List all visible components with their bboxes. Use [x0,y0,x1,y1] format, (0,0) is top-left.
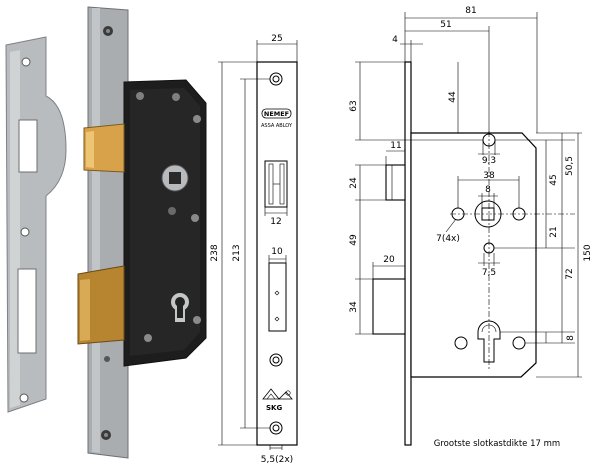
dim-latch-to-bolt: 49 [349,234,359,246]
dim-latch-width: 12 [270,217,281,227]
dim-backset: 51 [440,20,451,30]
brand-subtitle: ASSA ABLOY [261,123,293,129]
dim-top-to-case: 44 [448,91,458,103]
dim-bolt-projection: 20 [383,255,395,265]
dim-screw-holes: 5,5(2x) [261,455,293,465]
brand-logo: NEMEF [264,110,289,118]
dim-hole-offset: 21 [549,226,559,237]
dim-total-depth: 81 [465,6,476,16]
side-view-dimensions: 81 51 4 63 44 11 24 49 20 [349,6,593,378]
dim-hole-spacing: 213 [232,244,242,261]
dim-latch-height: 24 [349,177,359,189]
caption: Grootste slotkastdikte 17 mm [434,439,560,449]
front-view-drawing: NEMEF ASSA ABLOY SKG [256,61,298,446]
dim-lower-hole: 7,5 [482,268,496,278]
brand-logo-box [261,108,292,119]
dim-right-505: 50,5 [565,156,575,176]
skg-certification-icon [262,388,293,400]
dim-bolt-height: 34 [349,301,359,313]
dim-right-45: 45 [549,174,559,185]
dim-top-hole: 9,3 [482,156,496,166]
dim-right-72: 72 [565,268,575,279]
mortise-lock-photo [77,6,207,459]
dim-right-150: 150 [583,244,593,261]
dim-forend-thickness: 4 [392,35,398,45]
dim-cylinder-8: 8 [566,335,576,341]
side-view-drawing [372,61,575,446]
strike-plate-photo [5,36,67,413]
dim-total-height: 238 [210,244,220,261]
dim-latch-projection: 11 [390,141,401,151]
dim-bolt-width: 10 [271,247,283,257]
dim-follower-spacing: 38 [483,171,495,181]
front-view-dimensions: 25 238 213 12 10 5,5(2x) [210,34,298,465]
dim-fixing-holes: 7(4x) [436,234,460,244]
dim-faceplate-width: 25 [271,34,282,44]
dim-follower-size: 8 [485,185,491,195]
dim-top-to-follower: 63 [349,100,359,111]
skg-label: SKG [266,404,282,412]
